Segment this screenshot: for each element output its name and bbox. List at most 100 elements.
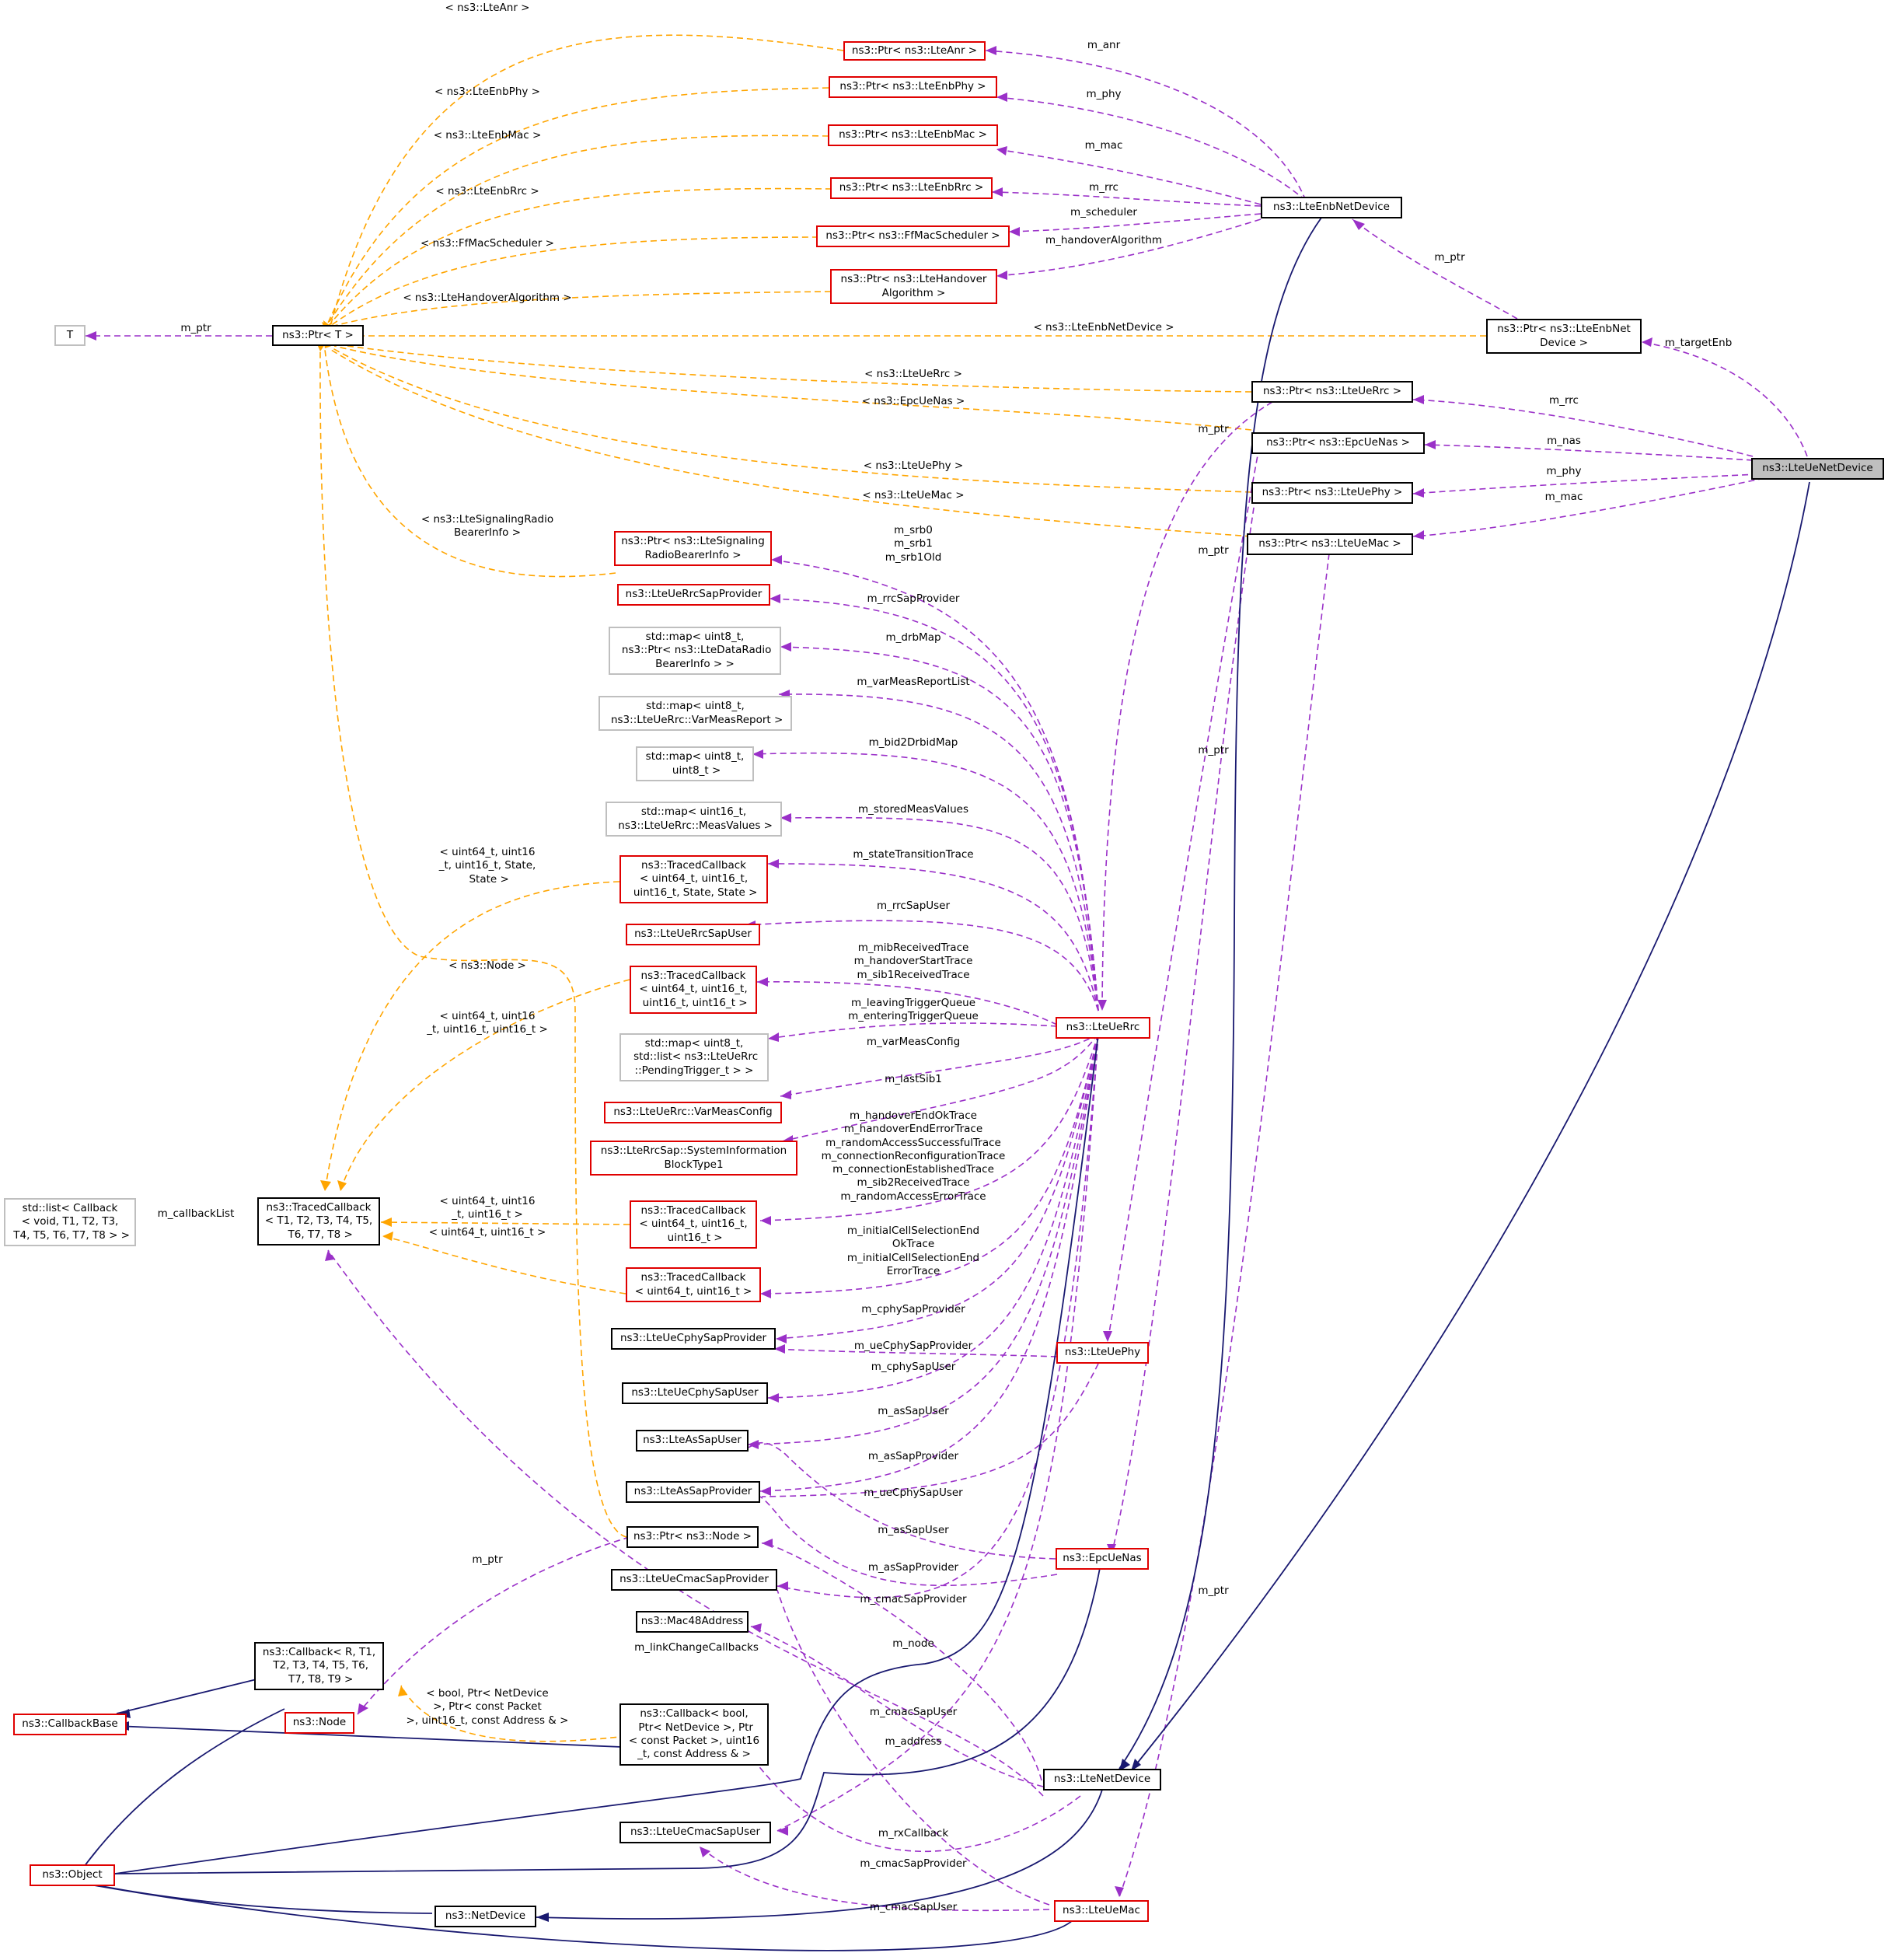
node-map-bid2drbid[interactable]: std::map< uint8_t, uint8_t > [636, 746, 754, 781]
edge-label-m-lastsib1: m_lastSib1 [885, 1073, 942, 1085]
node-ptr-ltehandoveralgorithm[interactable]: ns3::Ptr< ns3::LteHandover Algorithm > [830, 269, 997, 304]
node-object[interactable]: ns3::Object [30, 1864, 115, 1886]
node-ptr-ltesignalingradiobearerinfo[interactable]: ns3::Ptr< ns3::LteSignaling RadioBearerI… [614, 531, 772, 566]
edge-lastsib1 [781, 1033, 1099, 1142]
edge-tc-3 [380, 1221, 630, 1225]
node-lteassapuser[interactable]: ns3::LteAsSapUser [636, 1430, 749, 1452]
edge-label-signaling-tmpl: < ns3::LteSignalingRadio BearerInfo > [421, 513, 554, 540]
edge-label-m-ptr: m_ptr [180, 322, 211, 334]
edge-label-m-storedmeasvalues: m_storedMeasValues [858, 803, 968, 816]
edge-label-m-nas: m_nas [1547, 435, 1581, 447]
edge-label-m-rrc-ue: m_rrc [1549, 394, 1579, 407]
node-lteuecmacsapprovider[interactable]: ns3::LteUeCmacSapProvider [611, 1569, 777, 1591]
node-lteuecmacsapuser[interactable]: ns3::LteUeCmacSapUser [619, 1822, 771, 1843]
edge-cphysapuser [767, 1033, 1099, 1399]
edge-tc-4 [340, 979, 630, 1192]
node-lteuecphysapuser[interactable]: ns3::LteUeCphySapUser [622, 1382, 768, 1404]
node-lteuerrcsapuser[interactable]: ns3::LteUeRrcSapUser [626, 924, 760, 945]
node-tracedcallback-state[interactable]: ns3::TracedCallback < uint64_t, uint16_t… [619, 855, 768, 903]
node-ptr-epcuenas[interactable]: ns3::Ptr< ns3::EpcUeNas > [1251, 432, 1425, 454]
edge-label-tc-4-tmpl: < uint64_t, uint16 _t, uint16_t, uint16_… [427, 1010, 548, 1036]
edge-label-m-varmeasconfig: m_varMeasConfig [866, 1036, 961, 1048]
edge-m-ptr-enb [1352, 218, 1518, 320]
node-ptr-node[interactable]: ns3::Ptr< ns3::Node > [626, 1526, 759, 1548]
node-tracedcallback-2[interactable]: ns3::TracedCallback < uint64_t, uint16_t… [626, 1267, 761, 1302]
edge-label-tc-state-tmpl: < uint64_t, uint16 _t, uint16_t, State, … [438, 846, 536, 886]
edge-callback-base [116, 1679, 257, 1714]
node-ptr-lteenbrrc[interactable]: ns3::Ptr< ns3::LteEnbRrc > [830, 177, 993, 199]
edge-nas-object [114, 1567, 1101, 1874]
node-std-list-callback[interactable]: std::list< Callback < void, T1, T2, T3, … [4, 1198, 136, 1246]
edge-initialcell [759, 1033, 1099, 1294]
node-lteuerrc-varmeasconfig[interactable]: ns3::LteUeRrc::VarMeasConfig [604, 1102, 782, 1123]
node-lteuemac[interactable]: ns3::LteUeMac [1054, 1900, 1149, 1922]
edge-rxcallback [745, 1749, 1081, 1853]
node-epcuenas[interactable]: ns3::EpcUeNas [1056, 1548, 1149, 1570]
edge-label-lteanr-tmpl: < ns3::LteAnr > [445, 2, 530, 14]
edge-label-m-mibtrace: m_mibReceivedTrace m_handoverStartTrace … [853, 942, 973, 981]
edge-label-m-srb: m_srb0 m_srb1 m_srb1Old [885, 524, 942, 564]
node-lteenbnetdevice[interactable]: ns3::LteEnbNetDevice [1261, 197, 1402, 218]
node-tracedcallback-4[interactable]: ns3::TracedCallback < uint64_t, uint16_t… [630, 966, 757, 1014]
node-map-varmeasreport[interactable]: std::map< uint8_t, ns3::LteUeRrc::VarMea… [599, 696, 792, 731]
edge-assapuser [747, 1033, 1099, 1445]
node-map-drbmap[interactable]: std::map< uint8_t, ns3::Ptr< ns3::LteDat… [609, 627, 781, 675]
node-lteuecphysapprovider[interactable]: ns3::LteUeCphySapProvider [611, 1328, 776, 1350]
node-node[interactable]: ns3::Node [284, 1712, 354, 1734]
node-ptr-lteuerrc[interactable]: ns3::Ptr< ns3::LteUeRrc > [1251, 381, 1413, 403]
edge-label-m-assapprovider-nas: m_asSapProvider [867, 1561, 959, 1574]
edge-ptr-mac [1118, 553, 1330, 1898]
edge-label-m-uecphysapprovider: m_ueCphySapProvider [853, 1340, 973, 1352]
node-callback-r-t1-t9[interactable]: ns3::Callback< R, T1, T2, T3, T4, T5, T6… [254, 1642, 384, 1690]
node-callbackbase[interactable]: ns3::CallbackBase [13, 1714, 127, 1735]
node-mac48address[interactable]: ns3::Mac48Address [636, 1611, 749, 1633]
edge-label-uerrc-tmpl: < ns3::LteUeRrc > [864, 368, 962, 380]
template-arrowheads [316, 320, 407, 1696]
edge-uemac [330, 349, 1252, 537]
edge-label-m-drbmap: m_drbMap [885, 631, 941, 644]
edge-leavingtrigger [767, 1022, 1058, 1039]
edge-drbmap [780, 646, 1099, 1011]
node-ptr-ffmacscheduler[interactable]: ns3::Ptr< ns3::FfMacScheduler > [816, 225, 1010, 247]
node-lteuerrc[interactable]: ns3::LteUeRrc [1056, 1017, 1150, 1039]
edge-label-node-tmpl: < ns3::Node > [448, 959, 526, 972]
edge-varmeasconfig [780, 1033, 1099, 1097]
edge-label-m-cphysapuser: m_cphySapUser [871, 1361, 956, 1373]
node-tracedcallback-t1-t8[interactable]: ns3::TracedCallback < T1, T2, T3, T4, T5… [257, 1197, 380, 1246]
node-map-storedmeasvalues[interactable]: std::map< uint16_t, ns3::LteUeRrc::MeasV… [605, 802, 782, 837]
node-t[interactable]: T [54, 325, 86, 346]
node-map-pendingtrigger[interactable]: std::map< uint8_t, std::list< ns3::LteUe… [619, 1033, 769, 1081]
node-ptr-lteuemac[interactable]: ns3::Ptr< ns3::LteUeMac > [1247, 533, 1413, 555]
inheritance-arrowheads [78, 1709, 1141, 1922]
edge-label-m-varmeasreportlist: m_varMeasReportList [857, 676, 970, 688]
edge-label-m-bid2drbidmap: m_bid2DrbidMap [868, 736, 958, 749]
node-systeminformationblocktype1[interactable]: ns3::LteRrcSap::SystemInformation BlockT… [590, 1141, 797, 1176]
edge-label-m-node: m_node [892, 1637, 934, 1650]
edge-label-m-cmacsapuser-rrc: m_cmacSapUser [869, 1706, 958, 1718]
node-ptr-lteuephy[interactable]: ns3::Ptr< ns3::LteUePhy > [1251, 482, 1413, 504]
node-lteuephy[interactable]: ns3::LteUePhy [1056, 1342, 1149, 1364]
edge-label-m-cmacsapuser-mac: m_cmacSapUser [869, 1901, 958, 1913]
node-callback-bool[interactable]: ns3::Callback< bool, Ptr< NetDevice >, P… [619, 1703, 769, 1766]
edge-m-phy [996, 96, 1307, 201]
node-lteuenetdevice[interactable]: ns3::LteUeNetDevice [1751, 458, 1884, 480]
node-ptr-lteenbnetdevice[interactable]: ns3::Ptr< ns3::LteEnbNet Device > [1486, 319, 1642, 354]
inheritance-edges [77, 217, 1810, 1951]
node-ptr-lteanr[interactable]: ns3::Ptr< ns3::LteAnr > [843, 41, 986, 61]
node-ptr-lteenbphy[interactable]: ns3::Ptr< ns3::LteEnbPhy > [829, 76, 997, 98]
edge-varmeasrep [778, 694, 1099, 1011]
edge-label-ffmac-tmpl: < ns3::FfMacScheduler > [421, 237, 554, 250]
edge-m-mac [996, 148, 1262, 205]
node-tracedcallback-3[interactable]: ns3::TracedCallback < uint64_t, uint16_t… [630, 1200, 757, 1249]
node-ptr-t[interactable]: ns3::Ptr< T > [272, 325, 364, 346]
node-lteuerrcsapprovider[interactable]: ns3::LteUeRrcSapProvider [617, 584, 770, 606]
edge-label-uephy-tmpl: < ns3::LteUePhy > [863, 459, 964, 472]
edge-m-nas [1424, 444, 1754, 461]
edge-label-cb-bool-tmpl: < bool, Ptr< NetDevice >, Ptr< const Pac… [406, 1687, 569, 1727]
node-ltenetdevice[interactable]: ns3::LteNetDevice [1043, 1769, 1161, 1791]
node-ptr-lteenbmac[interactable]: ns3::Ptr< ns3::LteEnbMac > [828, 124, 998, 146]
node-lteassapprovider[interactable]: ns3::LteAsSapProvider [626, 1481, 760, 1503]
edge-cmacsapprov [776, 1033, 1099, 1598]
node-netdevice[interactable]: ns3::NetDevice [434, 1906, 536, 1927]
edge-tc-state [324, 881, 620, 1192]
